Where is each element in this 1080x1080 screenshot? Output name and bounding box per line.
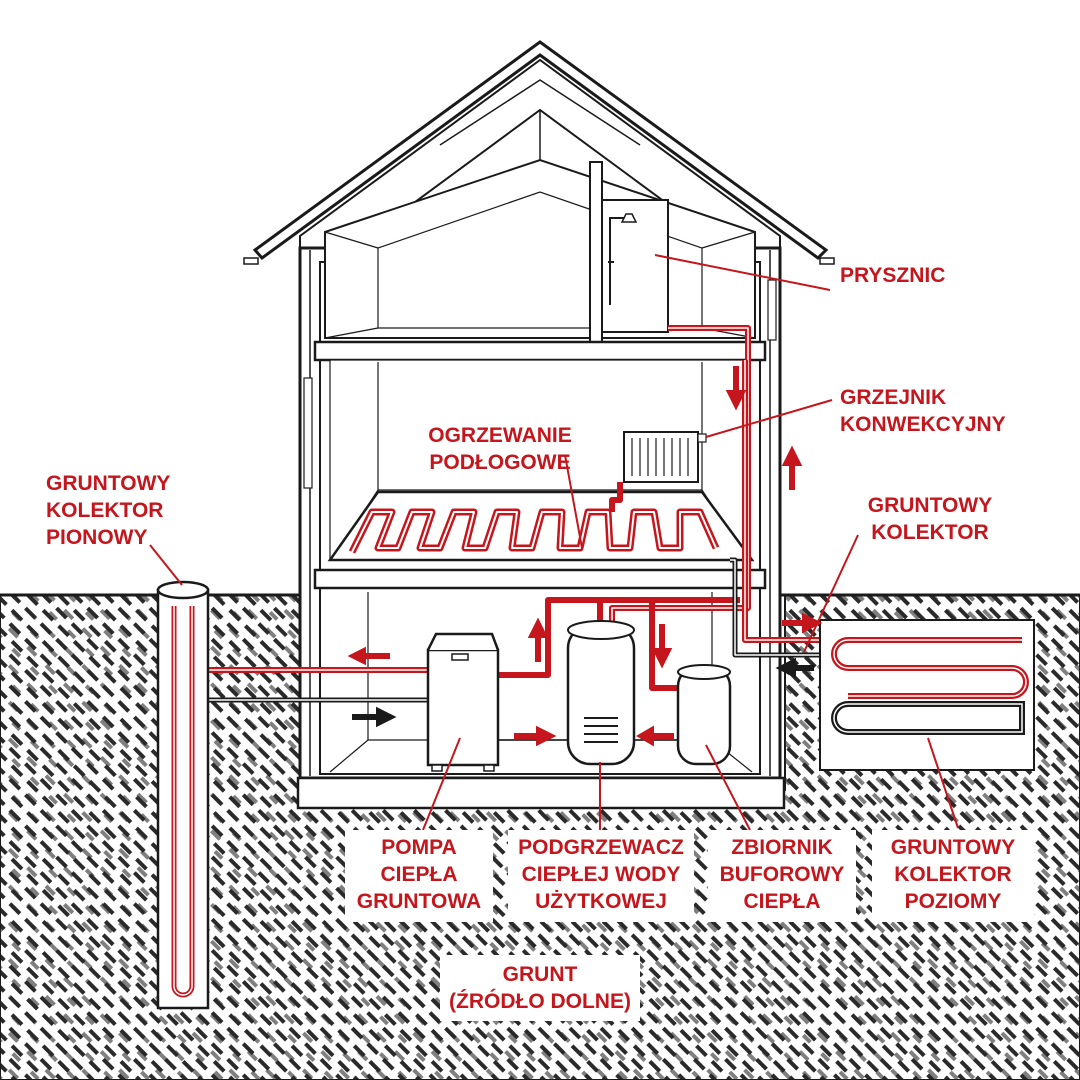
shower-cabin	[601, 199, 669, 333]
red-arrow	[725, 366, 747, 411]
label-buffer-tank: ZBIORNIK BUFOROWY CIEPŁA	[708, 830, 856, 922]
red-arrow	[514, 725, 557, 747]
water-heater-tank	[566, 620, 636, 766]
red-arrow	[781, 445, 803, 490]
label-ground-collector: GRUNTOWY KOLEKTOR	[867, 494, 993, 544]
black-arrow	[775, 657, 814, 679]
radiator-icon	[623, 431, 707, 483]
red-arrow	[636, 725, 674, 747]
label-heat-pump: POMPA CIEPŁA GRUNTOWA	[345, 830, 493, 922]
vertical-collector-bore	[156, 580, 210, 1010]
red-arrow	[347, 646, 390, 666]
label-convector: GRZEJNIK KONWEKCYJNY	[840, 386, 1006, 436]
red-arrow	[651, 624, 673, 669]
shower-head-icon	[620, 213, 638, 223]
label-floor-heating: OGRZEWANIE PODŁOGOWE	[428, 424, 572, 474]
red-arrow	[782, 612, 823, 634]
label-water-heater: PODGRZEWACZ CIEPŁEJ WODY UŻYTKOWEJ	[508, 830, 694, 922]
black-arrow	[352, 706, 397, 728]
buffer-tank	[676, 664, 732, 766]
flow-arrows	[347, 366, 823, 747]
leader-lines	[149, 254, 959, 831]
red-arrow	[527, 617, 549, 662]
heat-pump-unit	[426, 632, 500, 772]
label-vertical-collector: GRUNTOWY KOLEKTOR PIONOWY	[46, 472, 171, 549]
floor-heating-slab	[327, 490, 755, 562]
label-shower: PRYSZNIC	[840, 264, 946, 287]
label-horizontal-collector: GRUNTOWY KOLEKTOR POZIOMY	[872, 830, 1034, 922]
label-ground-source: GRUNT (ŹRÓDŁO DOLNE)	[440, 955, 640, 1021]
horizontal-collector-field	[819, 619, 1035, 771]
